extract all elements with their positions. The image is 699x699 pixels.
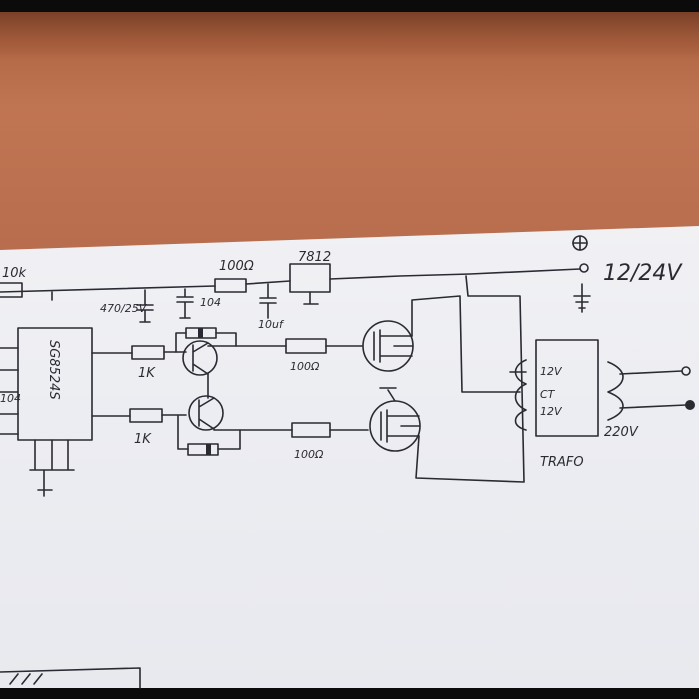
mosfet-top-leads [373, 329, 413, 363]
top-black-border [0, 0, 699, 12]
regulator-7812 [289, 263, 331, 293]
ic-left-pins [0, 347, 19, 435]
wall-shadow-band [0, 12, 699, 60]
supply-terminal-icon [579, 263, 589, 273]
regulator-ground-lead [303, 291, 319, 305]
supply-rail [0, 268, 581, 293]
mosfet-ground [379, 387, 397, 402]
output-terminal-top-icon [681, 366, 691, 376]
ground-terminal-icon [573, 283, 591, 313]
diode-top-wires [175, 332, 237, 353]
label-cap-electrolytic: 470/25V [100, 302, 148, 315]
ic-bottom-pins [29, 439, 75, 497]
label-primary-top: 12V [540, 365, 563, 378]
label-ic-pin-cap: 104 [0, 392, 21, 405]
label-r-base-top: 1K [138, 366, 156, 381]
label-r-gate-top: 100Ω [290, 360, 320, 373]
corner-scribble [0, 667, 141, 689]
wire-ic-to-r-top [91, 351, 187, 354]
transistor-bottom [188, 395, 224, 431]
output-terminal-bottom-icon [685, 400, 695, 410]
cap-104 [176, 288, 194, 319]
label-ic: SG8524S [46, 340, 61, 400]
transformer-secondary-coil [607, 361, 624, 421]
resistor-100-top [214, 278, 247, 293]
label-cap-104: 104 [200, 296, 221, 309]
wire-drain-bottom [415, 275, 525, 483]
transistor-bottom-leads [198, 397, 215, 430]
label-regulator: 7812 [298, 250, 331, 265]
resistor-100-gate-bottom [291, 422, 331, 438]
label-r-gate-bottom: 100Ω [294, 448, 324, 461]
transformer-primary-coil [514, 359, 527, 431]
ic-sg8524s [17, 327, 93, 441]
label-r-top: 100Ω [219, 259, 254, 274]
wire-ic-to-r-bottom [91, 414, 187, 417]
bottom-black-border [0, 688, 699, 699]
label-r-top-left: 10k [2, 266, 27, 281]
cap-electrolytic [136, 289, 154, 323]
diode-bottom [187, 443, 219, 456]
label-cap-10uf: 10uf [258, 318, 285, 331]
wire-drain-top [411, 295, 521, 393]
mosfet-top [362, 320, 414, 372]
transformer-core [535, 339, 599, 437]
resistor-1k-bottom [129, 408, 163, 423]
resistor-100-gate-top [285, 338, 327, 354]
label-transformer: TRAFO [540, 455, 584, 470]
label-center-tap: CT [540, 388, 556, 401]
label-secondary: 220V [604, 425, 639, 440]
transistor-top [182, 340, 218, 376]
label-primary-bottom: 12V [540, 405, 563, 418]
cap-10uf [259, 283, 277, 319]
label-r-base-bottom: 1K [134, 432, 152, 447]
plus-sign-icon [572, 235, 588, 251]
label-supply-voltage: 12/24V [603, 261, 683, 286]
mosfet-bottom-leads [380, 409, 420, 443]
transistor-top-leads [192, 342, 209, 375]
resistor-10k [0, 282, 23, 298]
diode-bottom-band [206, 444, 211, 455]
diode-top-band [198, 328, 203, 338]
output-wires [619, 370, 687, 409]
diode-bottom-wires [177, 415, 241, 450]
resistor-1k-top [131, 345, 165, 360]
